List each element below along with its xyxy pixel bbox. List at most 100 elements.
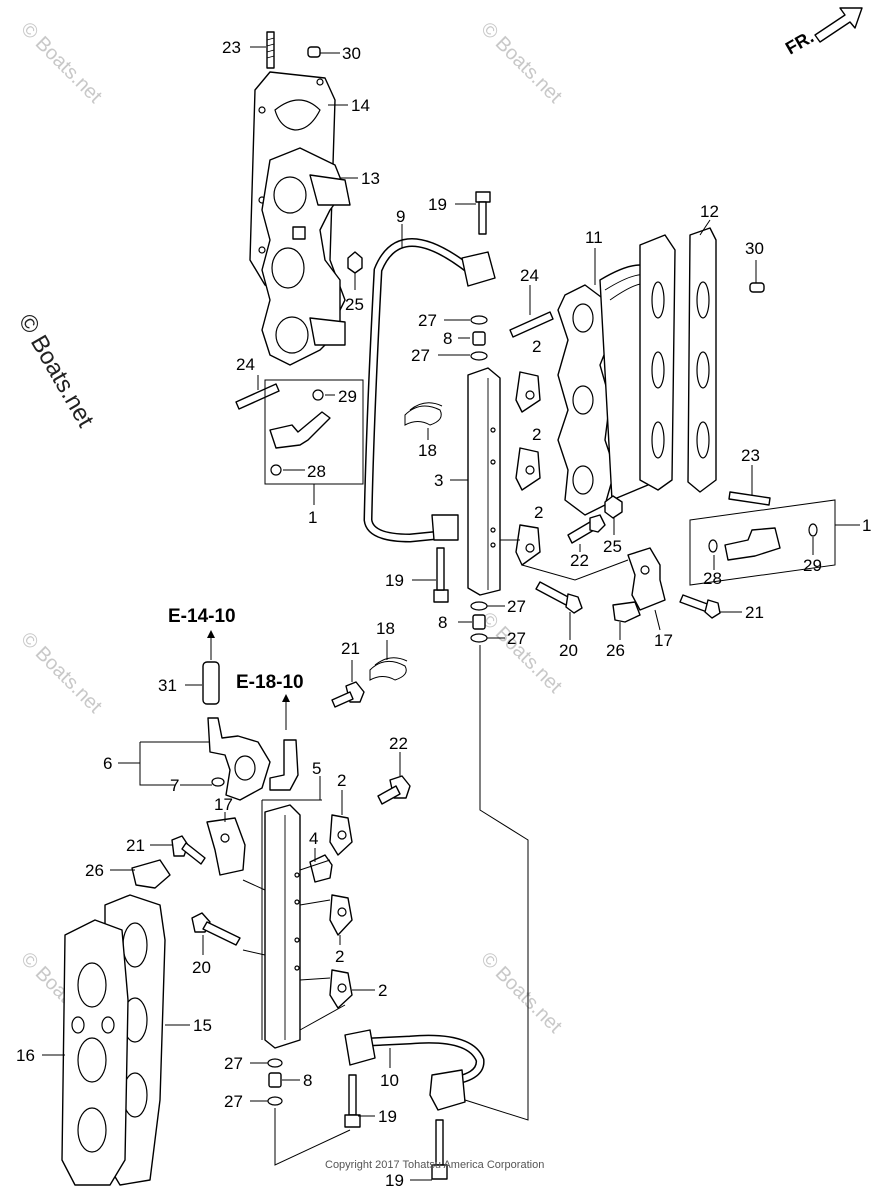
callout-29: 29 xyxy=(803,556,822,575)
collar-8 xyxy=(472,331,486,346)
stud-24 xyxy=(509,311,554,338)
bracket-2 xyxy=(329,814,353,856)
callout-19: 19 xyxy=(378,1107,397,1126)
callout-26: 26 xyxy=(85,861,104,880)
reference-e-18-10 xyxy=(282,694,290,730)
bolt-22 xyxy=(377,775,411,805)
callout-4: 4 xyxy=(309,829,318,848)
callout-3: 3 xyxy=(434,471,443,490)
callout-13: 13 xyxy=(361,169,380,188)
callout-19: 19 xyxy=(428,195,447,214)
callout-30: 30 xyxy=(342,44,361,63)
callout-2: 2 xyxy=(532,337,541,356)
callout-28: 28 xyxy=(703,569,722,588)
callout-25: 25 xyxy=(603,537,622,556)
callout-2: 2 xyxy=(335,947,344,966)
clip-18 xyxy=(404,402,443,426)
callout-19: 19 xyxy=(385,571,404,590)
nut-25 xyxy=(347,251,363,274)
stud-23 xyxy=(266,31,275,69)
callout-22: 22 xyxy=(389,734,408,753)
callout-21: 21 xyxy=(745,603,764,622)
washer-27 xyxy=(470,315,488,325)
bracket-2 xyxy=(515,447,541,491)
assembly-connection-line xyxy=(261,799,322,1040)
washer-27 xyxy=(470,351,488,361)
callout-10: 10 xyxy=(380,1071,399,1090)
assembly-connection-line xyxy=(464,645,529,1121)
assembly-connection-line xyxy=(274,1108,351,1166)
washer-27 xyxy=(267,1096,283,1106)
callout-14: 14 xyxy=(351,96,370,115)
collar-8 xyxy=(472,614,486,630)
callout-25: 25 xyxy=(345,295,364,314)
callout-15: 15 xyxy=(193,1016,212,1035)
washer-7 xyxy=(211,777,225,787)
gasket-16 xyxy=(61,919,129,1186)
washer-27 xyxy=(470,601,488,611)
clip-26 xyxy=(131,859,171,889)
callout-leaders xyxy=(42,46,860,1181)
bracket-link-line xyxy=(521,559,629,581)
watermark: © Boats.net xyxy=(16,18,106,108)
callout-18: 18 xyxy=(376,619,395,638)
copyright-notice: Copyright 2017 Tohatsu America Corporati… xyxy=(325,1159,544,1171)
callout-11: 11 xyxy=(585,228,603,247)
direction-label: FR. xyxy=(782,27,817,59)
callout-bracket xyxy=(139,741,210,786)
bracket-17 xyxy=(206,817,246,876)
watermark: © Boats.net xyxy=(476,608,566,698)
callout-1: 1 xyxy=(308,508,317,527)
callout-28: 28 xyxy=(307,462,326,481)
bracket-17 xyxy=(627,547,666,611)
callout-2: 2 xyxy=(337,771,346,790)
bolt-19 xyxy=(431,1119,448,1180)
hose-31 xyxy=(202,661,220,705)
stud-24 xyxy=(235,383,280,410)
reference-label: E-18-10 xyxy=(236,672,304,693)
bracket-link-line xyxy=(299,859,331,981)
bolt-22 xyxy=(567,514,606,544)
bolt-19 xyxy=(433,547,449,603)
callout-8: 8 xyxy=(443,329,452,348)
manifold-13 xyxy=(261,147,351,366)
bolt-21 xyxy=(679,594,721,619)
bracket-2 xyxy=(515,371,541,413)
callout-1: 1 xyxy=(862,516,871,535)
callout-2: 2 xyxy=(534,503,543,522)
side-watermark: © Boats.net xyxy=(13,310,99,433)
callout-23: 23 xyxy=(222,38,241,57)
callout-20: 20 xyxy=(559,641,578,660)
callout-27: 27 xyxy=(418,311,437,330)
callout-27: 27 xyxy=(224,1054,243,1073)
callout-31: 31 xyxy=(158,676,177,695)
collar-8 xyxy=(268,1072,282,1088)
gasket-12 xyxy=(639,227,717,493)
clip-18 xyxy=(369,657,408,681)
bracket-2 xyxy=(329,969,353,1009)
pin-30 xyxy=(307,46,321,58)
injector-assembly-1 xyxy=(264,379,364,485)
reference-e-14-10 xyxy=(207,630,215,660)
watermark: © Boats.net xyxy=(476,18,566,108)
fuel-rail-3 xyxy=(467,367,501,596)
clip-26 xyxy=(612,601,641,623)
callout-21: 21 xyxy=(341,639,360,658)
bracket-2 xyxy=(515,524,541,566)
callout-12: 12 xyxy=(700,202,719,221)
washer-27 xyxy=(470,633,488,643)
bracket-link-line xyxy=(242,879,266,956)
pin-30 xyxy=(749,282,765,293)
nut-25 xyxy=(604,495,623,519)
callout-5: 5 xyxy=(312,759,321,778)
front-direction-arrow: FR. xyxy=(782,7,863,59)
bolt-21 xyxy=(171,835,206,865)
callout-27: 27 xyxy=(507,629,526,648)
pressure-regulator-6 xyxy=(207,717,299,801)
callout-17: 17 xyxy=(654,631,673,650)
reference-label: E-14-10 xyxy=(168,606,236,627)
callout-20: 20 xyxy=(192,958,211,977)
callout-22: 22 xyxy=(570,551,589,570)
callout-23: 23 xyxy=(741,446,760,465)
callout-18: 18 xyxy=(418,441,437,460)
